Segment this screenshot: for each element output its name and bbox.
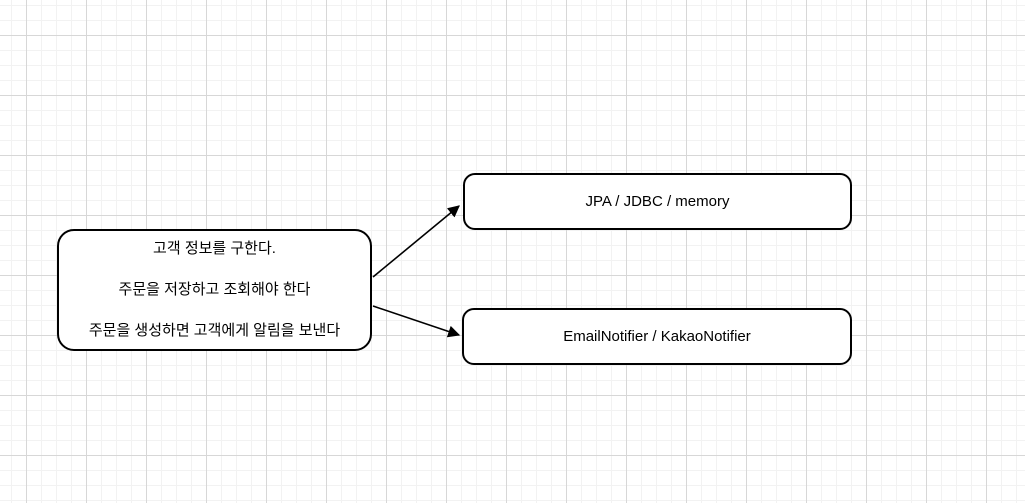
node-requirements[interactable]: 고객 정보를 구한다. 주문을 저장하고 조회해야 한다 주문을 생성하면 고객… <box>57 229 372 351</box>
requirements-line-3: 주문을 생성하면 고객에게 알림을 보낸다 <box>88 322 341 339</box>
node-notifier[interactable]: EmailNotifier / KakaoNotifier <box>462 308 852 365</box>
requirements-line-1: 고객 정보를 구한다. <box>153 240 276 257</box>
requirements-line-2: 주문을 저장하고 조회해야 한다 <box>118 281 311 298</box>
node-repository[interactable]: JPA / JDBC / memory <box>463 173 852 230</box>
edge-requirements-to-notifier[interactable] <box>372 305 461 338</box>
edge-requirements-to-repository[interactable] <box>372 205 460 278</box>
